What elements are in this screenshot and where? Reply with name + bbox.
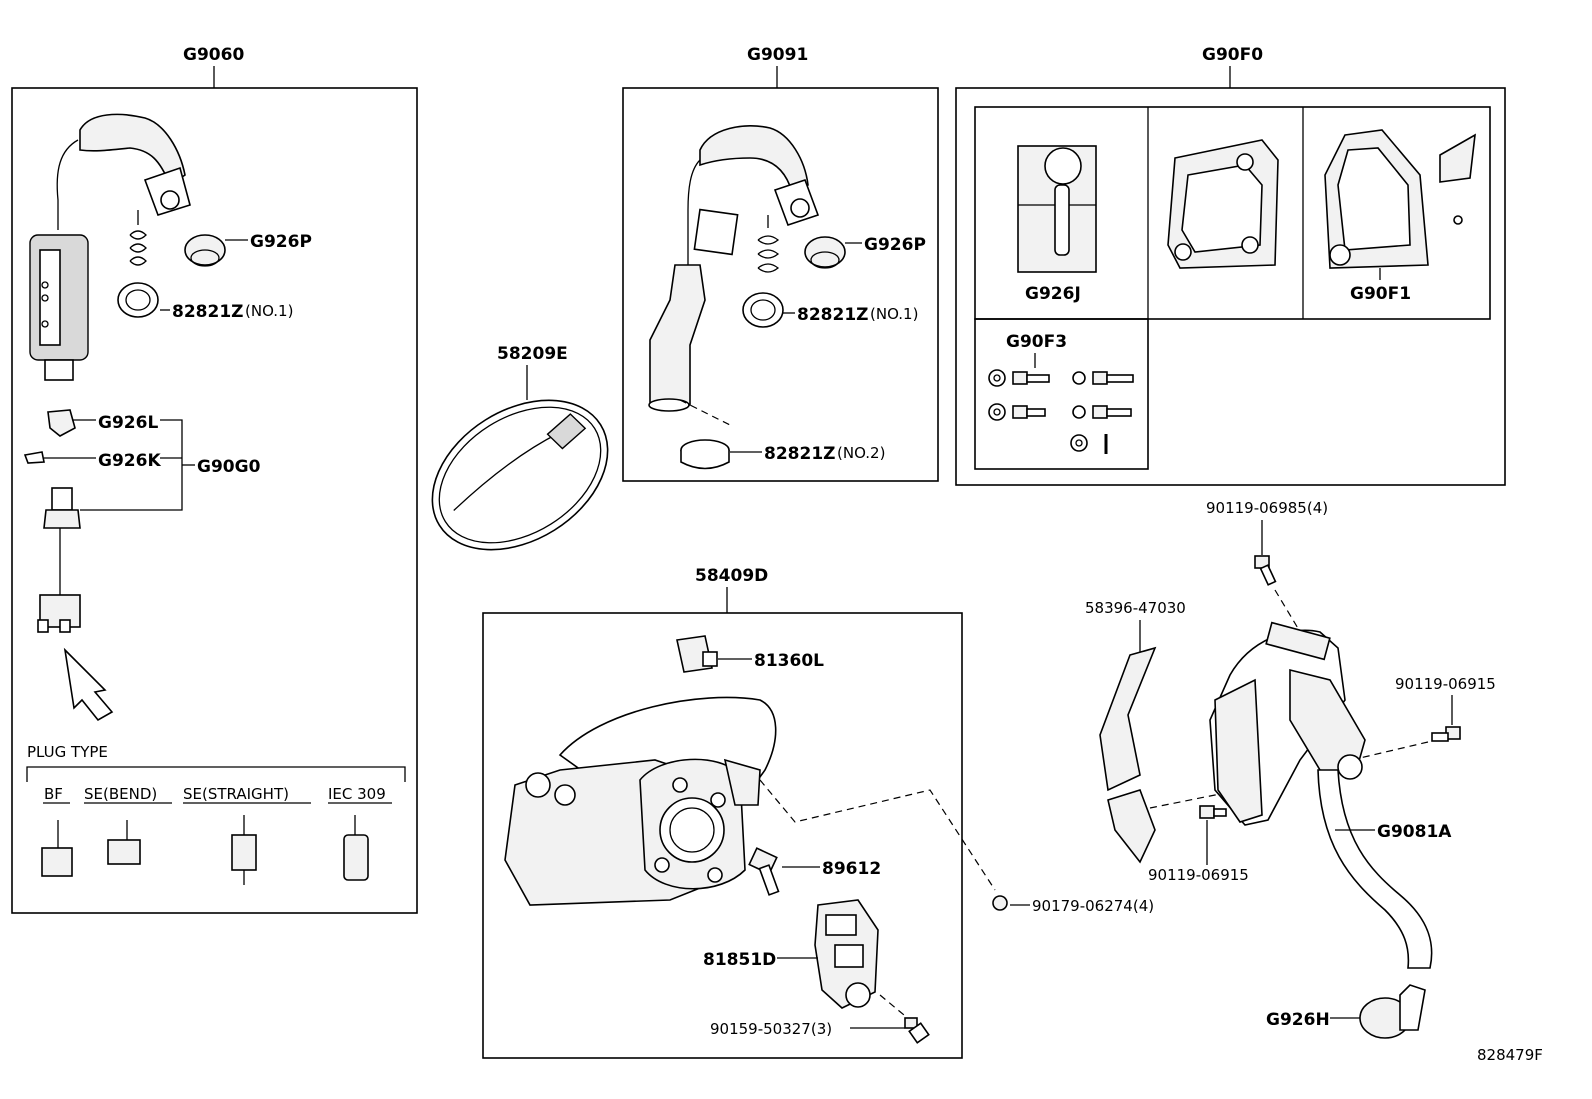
label-no1-2: (NO.1) (870, 305, 918, 323)
group-g9060: G9060 G926P 82821Z (NO.1) (11, 45, 418, 914)
bolt-90119-06915-a-illustration (1431, 726, 1461, 742)
actuator-81851d-illustration (814, 899, 879, 1009)
label-g926k: G926K (98, 451, 161, 471)
label-90159-50327: 90159-50327(3) (710, 1020, 832, 1038)
sensor-89612-illustration (748, 847, 780, 896)
lid-housing-illustration (1167, 139, 1279, 269)
label-g926l: G926L (98, 413, 158, 433)
plug-type-bf: BF (44, 785, 63, 803)
label-90119-06915-b: 90119-06915 (1148, 866, 1249, 884)
group-box-g9091 (622, 87, 939, 482)
label-90119-06915-a: 90119-06915 (1395, 675, 1496, 693)
part-90179-06274: 90179-06274(4) (992, 895, 1154, 915)
label-g90f3: G90F3 (1006, 332, 1067, 352)
group-g9091: G9091 G926P 82821Z (NO.1) 82821Z (NO.2) (622, 45, 939, 482)
label-g926j: G926J (1025, 284, 1081, 304)
label-g926h: G926H (1266, 1010, 1330, 1030)
connector-81360l-illustration (676, 635, 718, 673)
bolt-90119-06915-b-illustration (1199, 805, 1227, 819)
key-cylinder-illustration (1017, 145, 1097, 273)
label-82821z-3: 82821Z (764, 444, 835, 464)
label-58209e: 58209E (497, 344, 568, 364)
group-label-g9091: G9091 (747, 45, 808, 65)
group-box-g90f0 (955, 87, 1506, 486)
label-90179-06274: 90179-06274(4) (1032, 897, 1154, 915)
bolt-90119-06985-illustration (1254, 555, 1277, 586)
bracket-illustration (1099, 646, 1157, 864)
label-g90f1: G90F1 (1350, 284, 1411, 304)
plug-type-se-bend: SE(BEND) (84, 785, 157, 803)
label-81360l: 81360L (754, 651, 824, 671)
group-label-58409d: 58409D (695, 566, 768, 586)
plug-adapter-illustration (23, 409, 81, 633)
inlet-housing-illustration (1209, 621, 1433, 969)
screw-set-illustration (988, 369, 1134, 454)
label-g926p-2: G926P (864, 235, 926, 255)
part-58209e: 58209E (431, 344, 609, 551)
arrow-icon (63, 647, 114, 722)
label-89612: 89612 (822, 859, 881, 879)
label-g926p-1: G926P (250, 232, 312, 252)
label-81851d: 81851D (703, 950, 776, 970)
label-no1-1: (NO.1) (245, 302, 293, 320)
group-box-g9060 (11, 87, 418, 914)
label-g9081a: G9081A (1377, 822, 1452, 842)
plug-type-title: PLUG TYPE (27, 743, 108, 761)
figure-id: 828479F (1477, 1046, 1543, 1064)
label-58396-47030: 58396-47030 (1085, 599, 1186, 617)
group-g90f0: G90F0 G926J (955, 45, 1506, 486)
label-82821z-1: 82821Z (172, 302, 243, 322)
group-58409d: 58409D 81360L 89612 (482, 566, 996, 1059)
clip-g926h-illustration (1359, 984, 1426, 1039)
label-82821z-2: 82821Z (797, 305, 868, 325)
label-no2: (NO.2) (837, 444, 885, 462)
group-box-58409d (482, 612, 963, 1059)
screw-90159-50327-illustration (904, 1017, 930, 1044)
plug-type-illustrations (41, 815, 369, 885)
charging-inlet-assembly: 90119-06985(4) 58396-47030 90119-06915 (1085, 499, 1496, 1039)
plug-type-iec309: IEC 309 (328, 785, 386, 803)
group-label-g9060: G9060 (183, 45, 244, 65)
charging-cable-illustration (648, 125, 846, 470)
lid-box-illustration (504, 696, 777, 906)
seal-illustration (1324, 129, 1476, 269)
label-90119-06985: 90119-06985(4) (1206, 499, 1328, 517)
label-g90g0: G90G0 (197, 457, 261, 477)
group-label-g90f0: G90F0 (1202, 45, 1263, 65)
charging-handle-illustration (29, 113, 226, 381)
plug-type-se-straight: SE(STRAIGHT) (183, 785, 289, 803)
